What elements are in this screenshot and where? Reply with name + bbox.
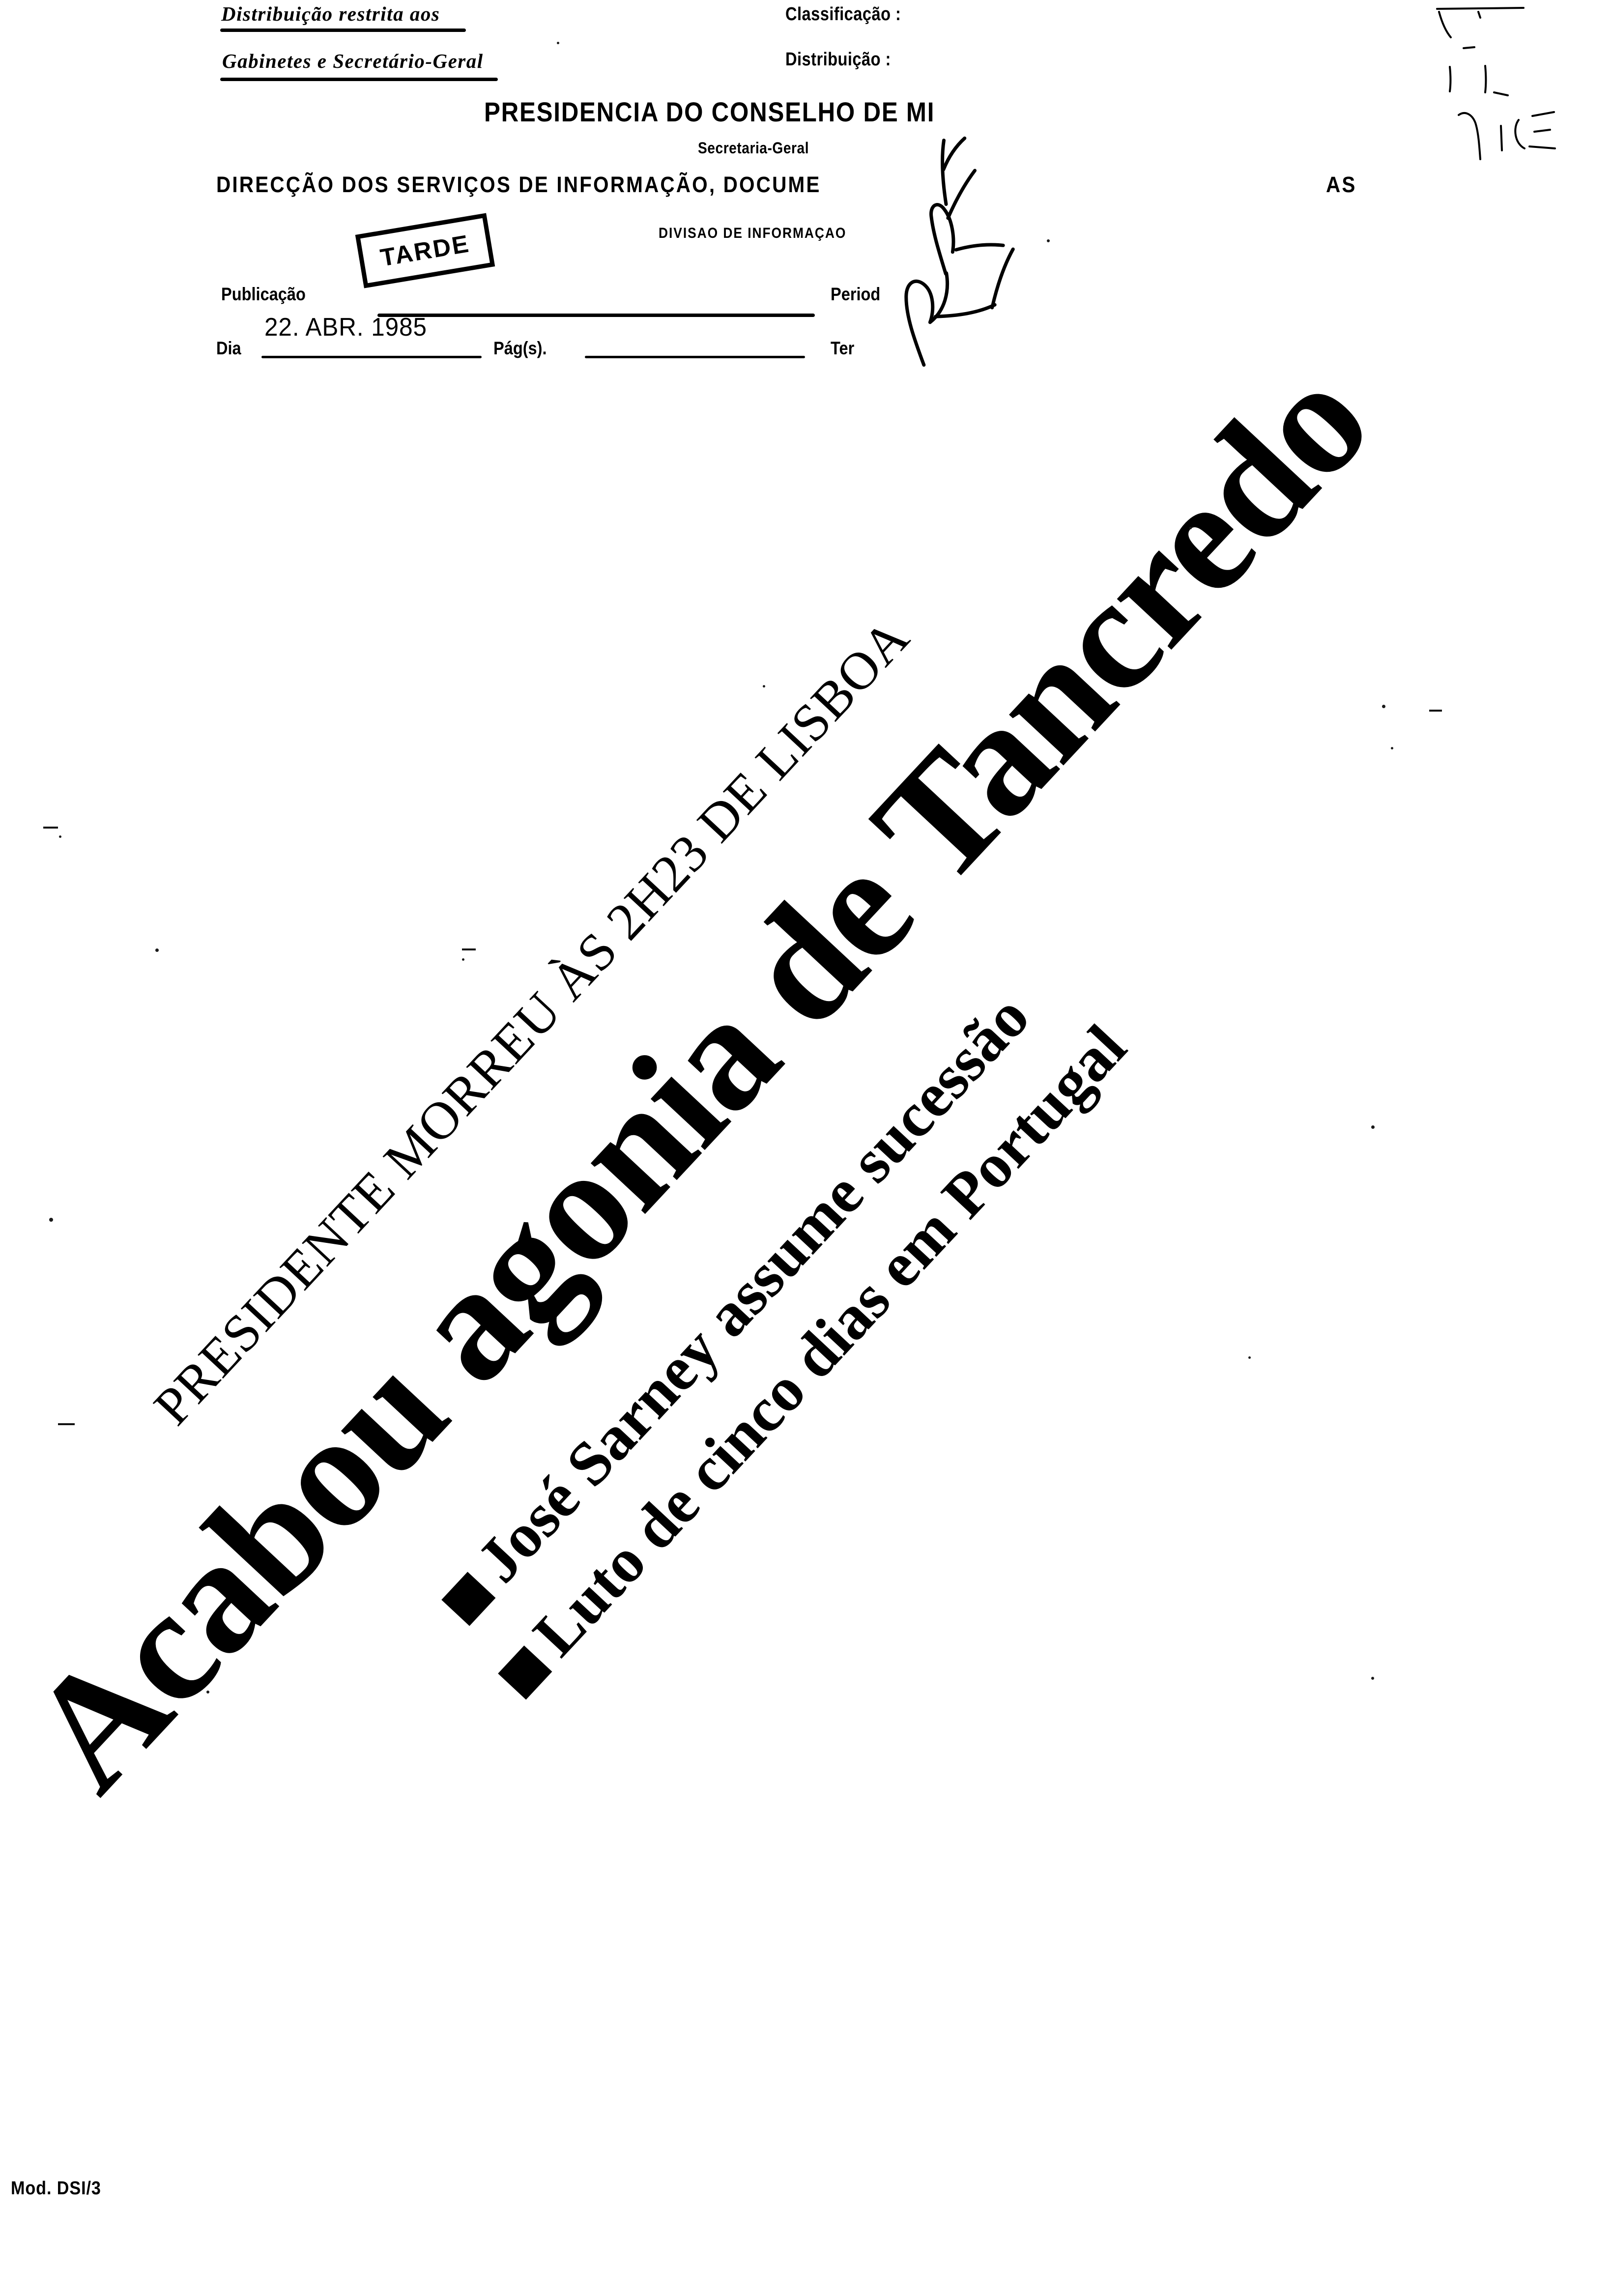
publicacao-label: Publicação [221, 284, 306, 304]
clipping-subheadline-1: José Sarney assume sucessão [426, 981, 1043, 1635]
pencil-marks-annotation [1436, 7, 1556, 160]
division-line: DIVISAO DE INFORMAÇAO [659, 225, 847, 241]
form-code-footer: Mod. DSI/3 [11, 2178, 101, 2199]
dia-input-rule[interactable] [261, 356, 482, 358]
publicacao-input-rule[interactable] [377, 314, 815, 317]
scan-speck [1391, 747, 1393, 749]
clipping-headline: Acabou agonia de Tancredo [0, 332, 1402, 1824]
scan-speck [1189, 527, 1192, 529]
direction-line: DIRECÇÃO DOS SERVIÇOS DE INFORMAÇÃO, DOC… [216, 172, 821, 197]
bullet-square-icon [441, 1572, 496, 1626]
signature-icon [904, 136, 1015, 367]
scan-speck [1248, 1356, 1251, 1359]
organisation-title: PRESIDENCIA DO CONSELHO DE MI [484, 96, 935, 127]
scan-speck [557, 42, 559, 44]
distribution-note-rule-1 [220, 29, 466, 32]
clipping-subheadline-2-text: Luto de cinco dias em Portugal [519, 1011, 1140, 1669]
paginas-label: Pág(s). [493, 338, 547, 358]
distribuicao-label: Distribuição : [785, 49, 891, 70]
margin-tick [43, 827, 58, 829]
handwritten-signature-annotation [806, 110, 1111, 416]
clipping-subheadline-2: Luto de cinco dias em Portugal [483, 1011, 1140, 1709]
margin-tick [462, 948, 476, 950]
paginas-input-rule[interactable] [585, 356, 805, 358]
scan-speck [763, 685, 765, 688]
scan-speck [1382, 705, 1385, 708]
clipping-subheadline-1-text: José Sarney assume sucessão [463, 981, 1042, 1595]
scan-speck [1371, 1677, 1374, 1680]
terminal-label: Ter [831, 338, 855, 358]
dia-value: 22. ABR. 1985 [264, 313, 427, 342]
clipping-kicker: PRESIDENTE MORREU ÀS 2H23 DE LISBOA [143, 608, 921, 1436]
distribution-note-rule-2 [220, 78, 498, 81]
scan-speck [1371, 1125, 1375, 1129]
margin-tick [58, 1423, 75, 1425]
organisation-subtitle: Secretaria-Geral [698, 139, 809, 157]
margin-tick [1429, 710, 1442, 712]
tarde-stamp-text: TARDE [378, 230, 472, 272]
periodicidade-label: Period [831, 284, 881, 304]
scan-speck [49, 1218, 53, 1222]
tarde-stamp: TARDE [355, 213, 495, 288]
scan-speck [462, 958, 464, 961]
classificacao-label: Classificação : [785, 4, 901, 25]
distribution-note-line2: Gabinetes e Secretário-Geral [222, 50, 484, 72]
scan-speck [1047, 239, 1050, 242]
dia-label: Dia [216, 338, 241, 358]
bullet-square-icon [498, 1645, 552, 1700]
scan-speck [206, 1691, 209, 1693]
scan-speck [59, 835, 61, 838]
direction-line-tail: AS [1326, 172, 1357, 197]
scan-speck [155, 948, 159, 952]
distribution-note-line1: Distribuição restrita aos [221, 2, 440, 25]
